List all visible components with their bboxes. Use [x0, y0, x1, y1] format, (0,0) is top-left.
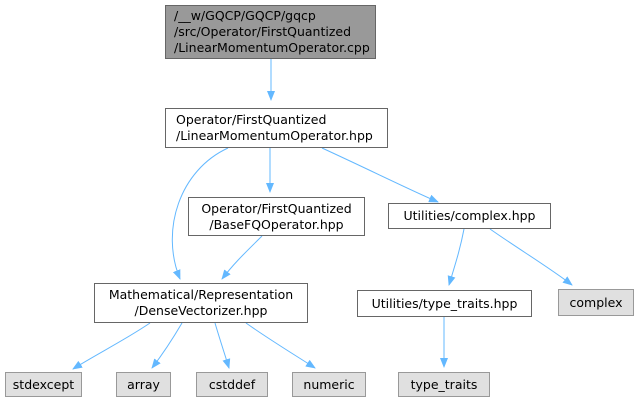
node-type-traits[interactable]: type_traits	[398, 372, 490, 397]
node-cstddef-label: cstddef	[208, 376, 256, 392]
edge-lmop-to-complex-hpp	[321, 147, 439, 203]
node-source-cpp[interactable]: /__w/GQCP/GQCP/gqcp /src/Operator/FirstQ…	[165, 5, 376, 59]
node-numeric-label: numeric	[303, 376, 355, 392]
node-densevec-line2: /DenseVectorizer.hpp	[134, 303, 268, 318]
node-source-line2: /src/Operator/FirstQuantized	[174, 24, 352, 39]
node-type-traits-hpp[interactable]: Utilities/type_traits.hpp	[357, 290, 532, 317]
edge-densevec-to-numeric	[245, 322, 316, 369]
node-base-fq-operator-hpp[interactable]: Operator/FirstQuantized /BaseFQOperator.…	[188, 197, 365, 236]
node-complex-hpp-label: Utilities/complex.hpp	[403, 208, 536, 223]
edge-densevec-to-cstddef	[214, 322, 231, 369]
edge-densevec-to-array	[151, 322, 183, 369]
node-complex-hpp[interactable]: Utilities/complex.hpp	[388, 203, 551, 229]
edge-basefq-to-densevec	[221, 235, 263, 280]
node-lmop-line2: /LinearMomentumOperator.hpp	[176, 128, 373, 143]
edge-lmop-to-densevec	[171, 147, 229, 280]
node-cstddef[interactable]: cstddef	[196, 372, 268, 397]
edge-complex-hpp-to-complex	[489, 228, 573, 286]
node-dense-vectorizer-hpp[interactable]: Mathematical/Representation /DenseVector…	[94, 283, 308, 323]
node-numeric[interactable]: numeric	[292, 372, 366, 397]
edge-densevec-to-stdexcept	[72, 322, 151, 370]
node-lmop-line1: Operator/FirstQuantized	[176, 112, 327, 127]
node-array[interactable]: array	[116, 372, 171, 397]
node-complex-label: complex	[569, 294, 623, 310]
node-type-traits-label: type_traits	[410, 376, 478, 392]
node-complex[interactable]: complex	[558, 289, 634, 316]
node-stdexcept[interactable]: stdexcept	[5, 372, 82, 397]
node-stdexcept-label: stdexcept	[12, 376, 75, 392]
node-densevec-line1: Mathematical/Representation	[108, 287, 294, 302]
node-type-traits-hpp-label: Utilities/type_traits.hpp	[371, 295, 518, 311]
node-source-line1: /__w/GQCP/GQCP/gqcp	[174, 8, 316, 23]
edge-complex-hpp-to-type-traits-hpp	[447, 228, 465, 286]
node-source-line3: /LinearMomentumOperator.cpp	[174, 40, 370, 55]
node-basefq-line2: /BaseFQOperator.hpp	[209, 216, 344, 232]
node-array-label: array	[127, 376, 160, 392]
node-basefq-line1: Operator/FirstQuantized	[201, 200, 352, 216]
node-linear-momentum-operator-hpp[interactable]: Operator/FirstQuantized /LinearMomentumO…	[165, 108, 388, 148]
